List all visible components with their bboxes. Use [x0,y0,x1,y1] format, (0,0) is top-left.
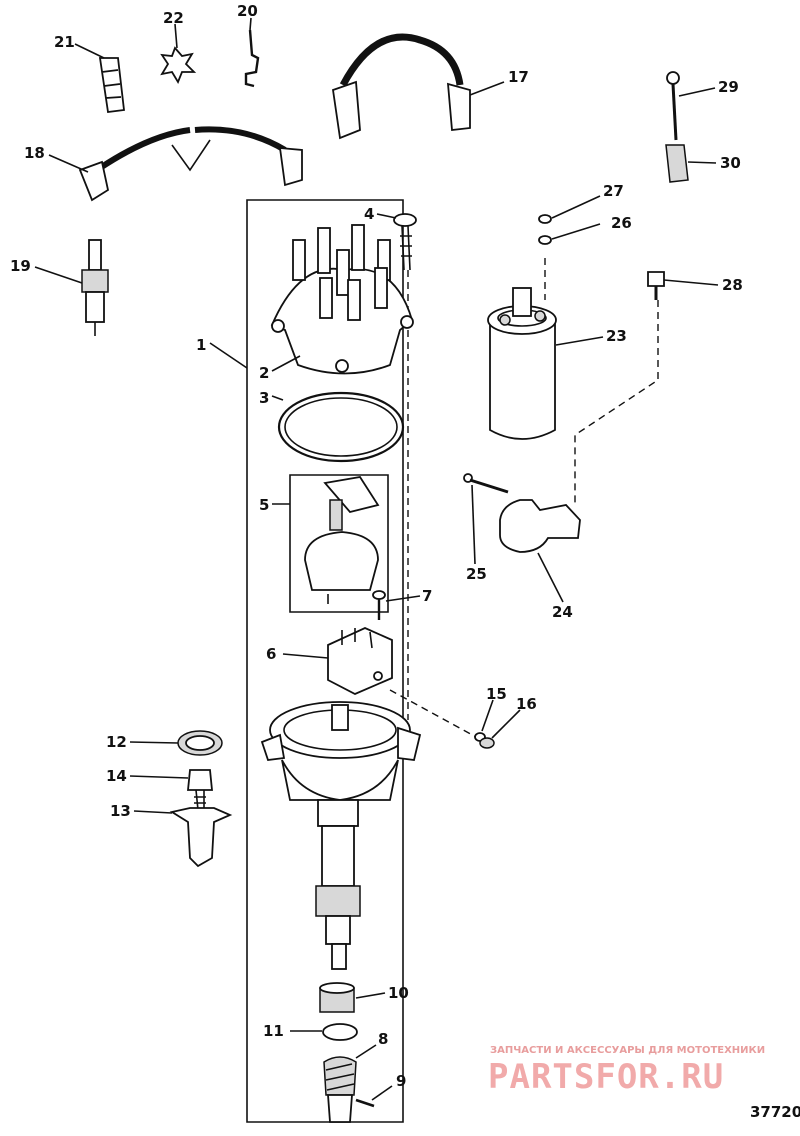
assembly-bracket [246,199,404,1123]
callout-18: 18 [24,144,45,162]
callout-25: 25 [466,565,487,583]
callout-11: 11 [263,1022,284,1040]
callout-12: 12 [106,733,127,751]
coil-nut [538,214,552,224]
drive-gear [323,1056,357,1123]
ignition-module [327,627,393,695]
shaft-washer [322,1023,358,1041]
callout-1: 1 [196,336,206,354]
leader-lines [34,17,719,1101]
callout-15: 15 [486,685,507,703]
callout-6: 6 [266,645,276,663]
callout-24: 24 [552,603,573,621]
wire-separator [98,57,125,114]
coil-bracket-bolt-long [463,473,509,494]
callout-17: 17 [508,68,529,86]
coil-mounting-bracket [499,499,581,553]
callout-14: 14 [106,767,127,785]
callout-26: 26 [611,214,632,232]
base-gasket [177,730,223,756]
callout-3: 3 [259,389,269,407]
shaft-bushing [319,982,355,1013]
callout-2: 2 [259,364,269,382]
callout-30: 30 [720,154,741,172]
hold-down-clamp [169,807,233,868]
ground-bolt-and-strap [665,71,689,183]
watermark-tagline: ЗАПЧАСТИ И АКСЕССУАРЫ ДЛЯ МОТОТЕХНИКИ [490,1045,765,1056]
watermark-brand: PARTSFOR.RU [488,1057,724,1097]
distributor-cap [270,224,414,375]
spark-plug-wire-arched [332,33,471,140]
callout-13: 13 [110,802,131,820]
coil-bracket-bolt [647,271,665,300]
dashed-routing-lines [389,258,659,739]
hold-down-screw [393,213,417,271]
wire-retainer [160,46,197,85]
callout-20: 20 [237,2,258,20]
callout-22: 22 [163,9,184,27]
callout-29: 29 [718,78,739,96]
callout-4: 4 [364,205,374,223]
wire-clip [244,29,260,88]
callout-27: 27 [603,182,624,200]
callout-8: 8 [378,1030,388,1048]
roll-pin [355,1098,375,1108]
distributor-housing [260,701,422,801]
distributor-shaft [315,799,361,970]
ignition-coil [487,287,557,440]
spark-plug [81,239,109,336]
callout-10: 10 [388,984,409,1002]
cap-gasket [277,391,405,463]
callout-21: 21 [54,33,75,51]
spark-plug-wire-set [78,126,303,202]
callout-9: 9 [396,1072,406,1090]
callout-28: 28 [722,276,743,294]
module-nut [479,737,495,749]
reference-number: 37720 [750,1103,800,1121]
callout-7: 7 [422,587,432,605]
callout-labels: 1 2 3 4 5 6 7 8 9 10 11 12 13 14 15 16 1… [10,2,743,1090]
rotor-kit [289,474,389,613]
callout-19: 19 [10,257,31,275]
coil-washer [538,235,552,245]
module-screw [372,590,386,620]
watermark: ЗАПЧАСТИ И АКСЕССУАРЫ ДЛЯ МОТОТЕХНИКИ PA… [488,1045,765,1097]
callout-5: 5 [259,496,269,514]
clamp-bolt [187,769,213,811]
callout-23: 23 [606,327,627,345]
callout-16: 16 [516,695,537,713]
